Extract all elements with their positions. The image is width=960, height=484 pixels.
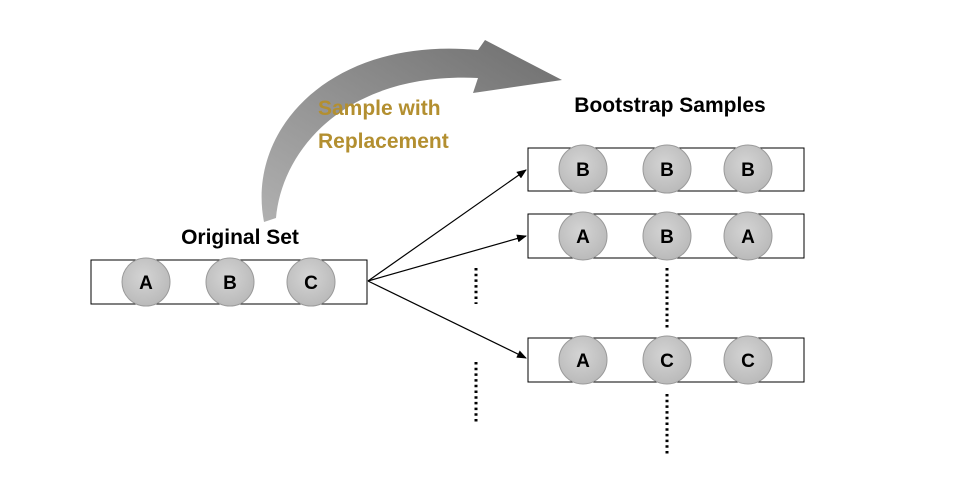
sample-1-ball-1: B	[558, 144, 608, 194]
ball-letter: B	[660, 160, 674, 181]
ball-letter: C	[660, 351, 674, 372]
original-set-balls: A B C	[121, 257, 336, 307]
sample-2-ball-3: A	[723, 211, 773, 261]
sample-2-ball-1: A	[558, 211, 608, 261]
curved-arrow-icon	[261, 40, 562, 222]
sample-with-label: Sample with	[318, 97, 441, 120]
ball-letter: C	[304, 273, 318, 294]
ball-circle	[558, 211, 608, 261]
ball-circle	[723, 144, 773, 194]
original-ball-b: B	[205, 257, 255, 307]
ball-letter: B	[223, 273, 237, 294]
ball-letter: A	[576, 227, 590, 248]
arrow-to-sample-2	[367, 234, 527, 282]
ball-circle	[723, 335, 773, 385]
original-ball-a: A	[121, 257, 171, 307]
ball-circle	[558, 144, 608, 194]
ball-circle	[723, 211, 773, 261]
ball-circle	[642, 335, 692, 385]
ball-circle	[205, 257, 255, 307]
original-set-title: Original Set	[181, 226, 299, 249]
bootstrap-sample-balls: B B B A B A A C C	[558, 144, 773, 385]
ball-letter: A	[741, 227, 755, 248]
bootstrap-samples-title: Bootstrap Samples	[574, 94, 765, 117]
sample-2-ball-2: B	[642, 211, 692, 261]
ball-letter: B	[576, 160, 590, 181]
ball-circle	[642, 211, 692, 261]
ball-circle	[121, 257, 171, 307]
sample-3-ball-3: C	[723, 335, 773, 385]
replacement-label: Replacement	[318, 130, 449, 153]
ball-circle	[642, 144, 692, 194]
ball-letter: C	[741, 351, 755, 372]
ball-circle	[286, 257, 336, 307]
sample-3-ball-2: C	[642, 335, 692, 385]
original-ball-c: C	[286, 257, 336, 307]
sample-1-ball-2: B	[642, 144, 692, 194]
ball-circle	[558, 335, 608, 385]
ball-letter: A	[139, 273, 153, 294]
sample-1-ball-3: B	[723, 144, 773, 194]
arrow-to-sample-3	[367, 280, 527, 359]
ball-letter: B	[660, 227, 674, 248]
arrow-to-sample-1	[367, 169, 527, 282]
ball-letter: B	[741, 160, 755, 181]
ball-letter: A	[576, 351, 590, 372]
sample-3-ball-1: A	[558, 335, 608, 385]
